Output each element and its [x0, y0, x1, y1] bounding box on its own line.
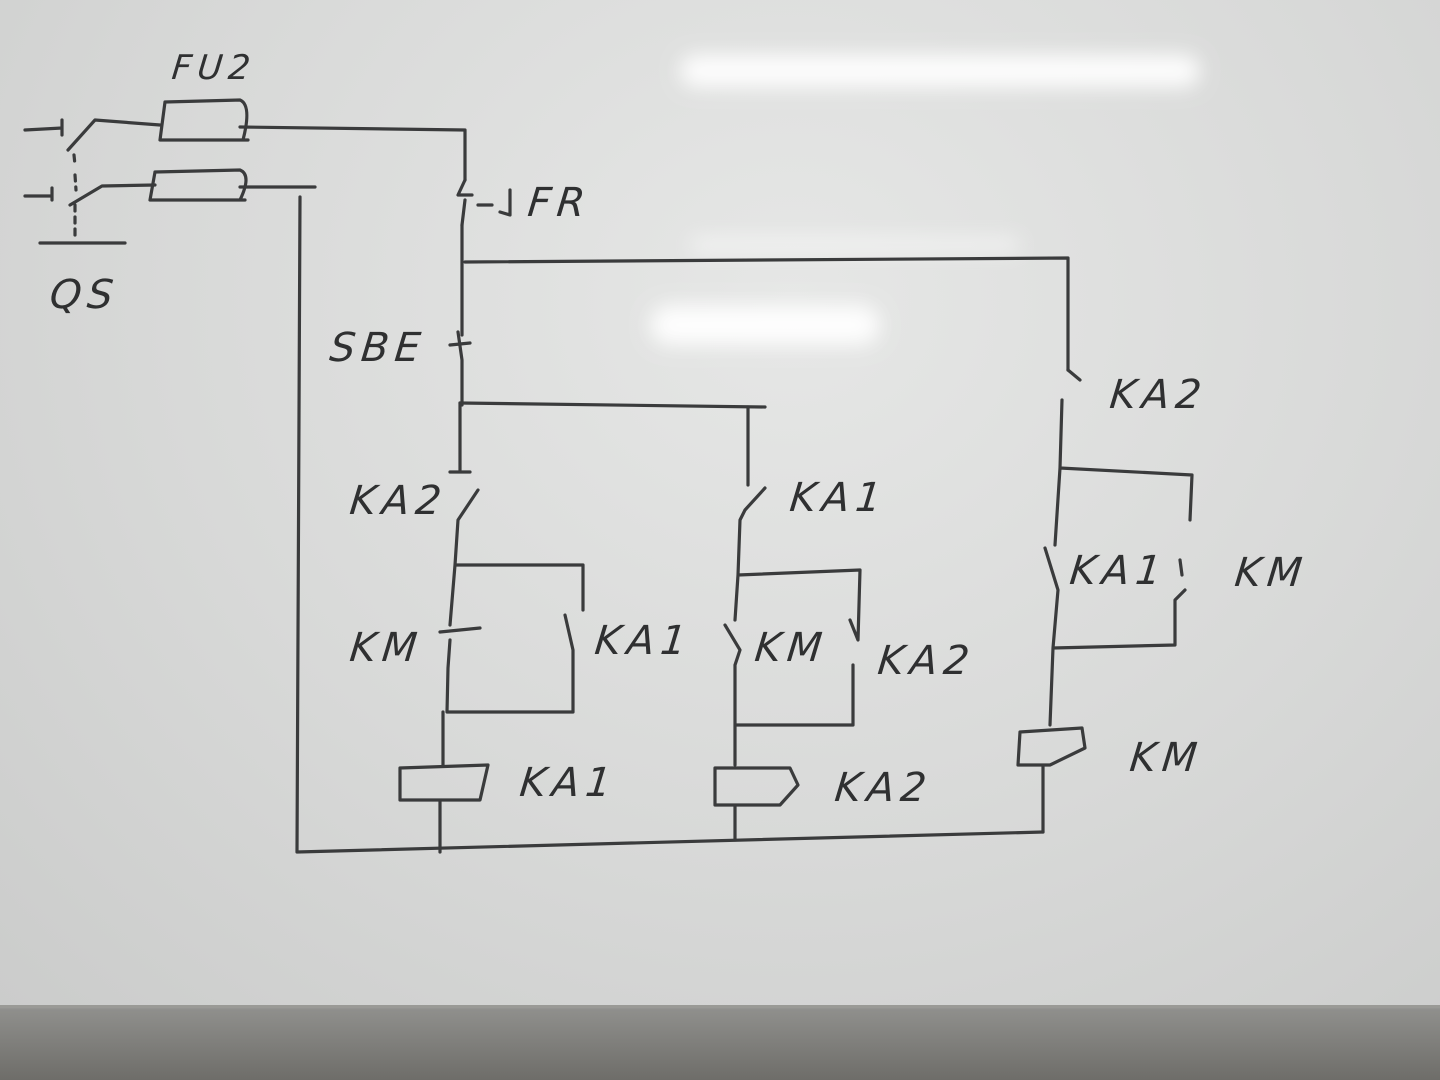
- label-sbe: SBE: [327, 325, 429, 371]
- label-branch1-km: KM: [347, 625, 426, 671]
- light-glare: [680, 55, 1200, 87]
- label-branch2-ka2: KA2: [875, 638, 978, 684]
- label-branch3-ka1: KA1: [1067, 548, 1170, 594]
- coil-km: [1016, 726, 1087, 834]
- label-coil-ka1: KA1: [517, 760, 620, 806]
- light-glare: [650, 305, 880, 345]
- label-coil-ka2: KA2: [832, 765, 935, 811]
- light-glare: [690, 238, 1020, 252]
- fuse-fu2: [148, 98, 250, 202]
- label-coil-km: KM: [1127, 735, 1206, 781]
- branch1: [438, 401, 585, 767]
- branch3: [1043, 368, 1194, 727]
- label-branch3-km: KM: [1232, 550, 1311, 596]
- label-qs: QS: [47, 272, 122, 318]
- wire: [295, 195, 1045, 854]
- wire: [238, 125, 467, 182]
- qs-switch: [23, 118, 162, 245]
- label-branch2-ka1: KA1: [787, 475, 890, 521]
- label-branch3-ka2: KA2: [1107, 372, 1210, 418]
- label-branch2-km: KM: [752, 625, 831, 671]
- label-fu2: FU2: [169, 48, 259, 88]
- branch2: [723, 405, 862, 767]
- coil-ka2: [713, 766, 800, 842]
- label-branch1-ka1: KA1: [592, 618, 695, 664]
- fr-contact: [456, 178, 512, 227]
- stop-button-contact: [448, 330, 472, 407]
- label-fr: FR: [525, 180, 594, 226]
- label-branch1-ka2: KA2: [347, 478, 450, 524]
- coil-ka1: [398, 763, 490, 854]
- wire: [458, 401, 767, 409]
- wire: [463, 256, 1070, 372]
